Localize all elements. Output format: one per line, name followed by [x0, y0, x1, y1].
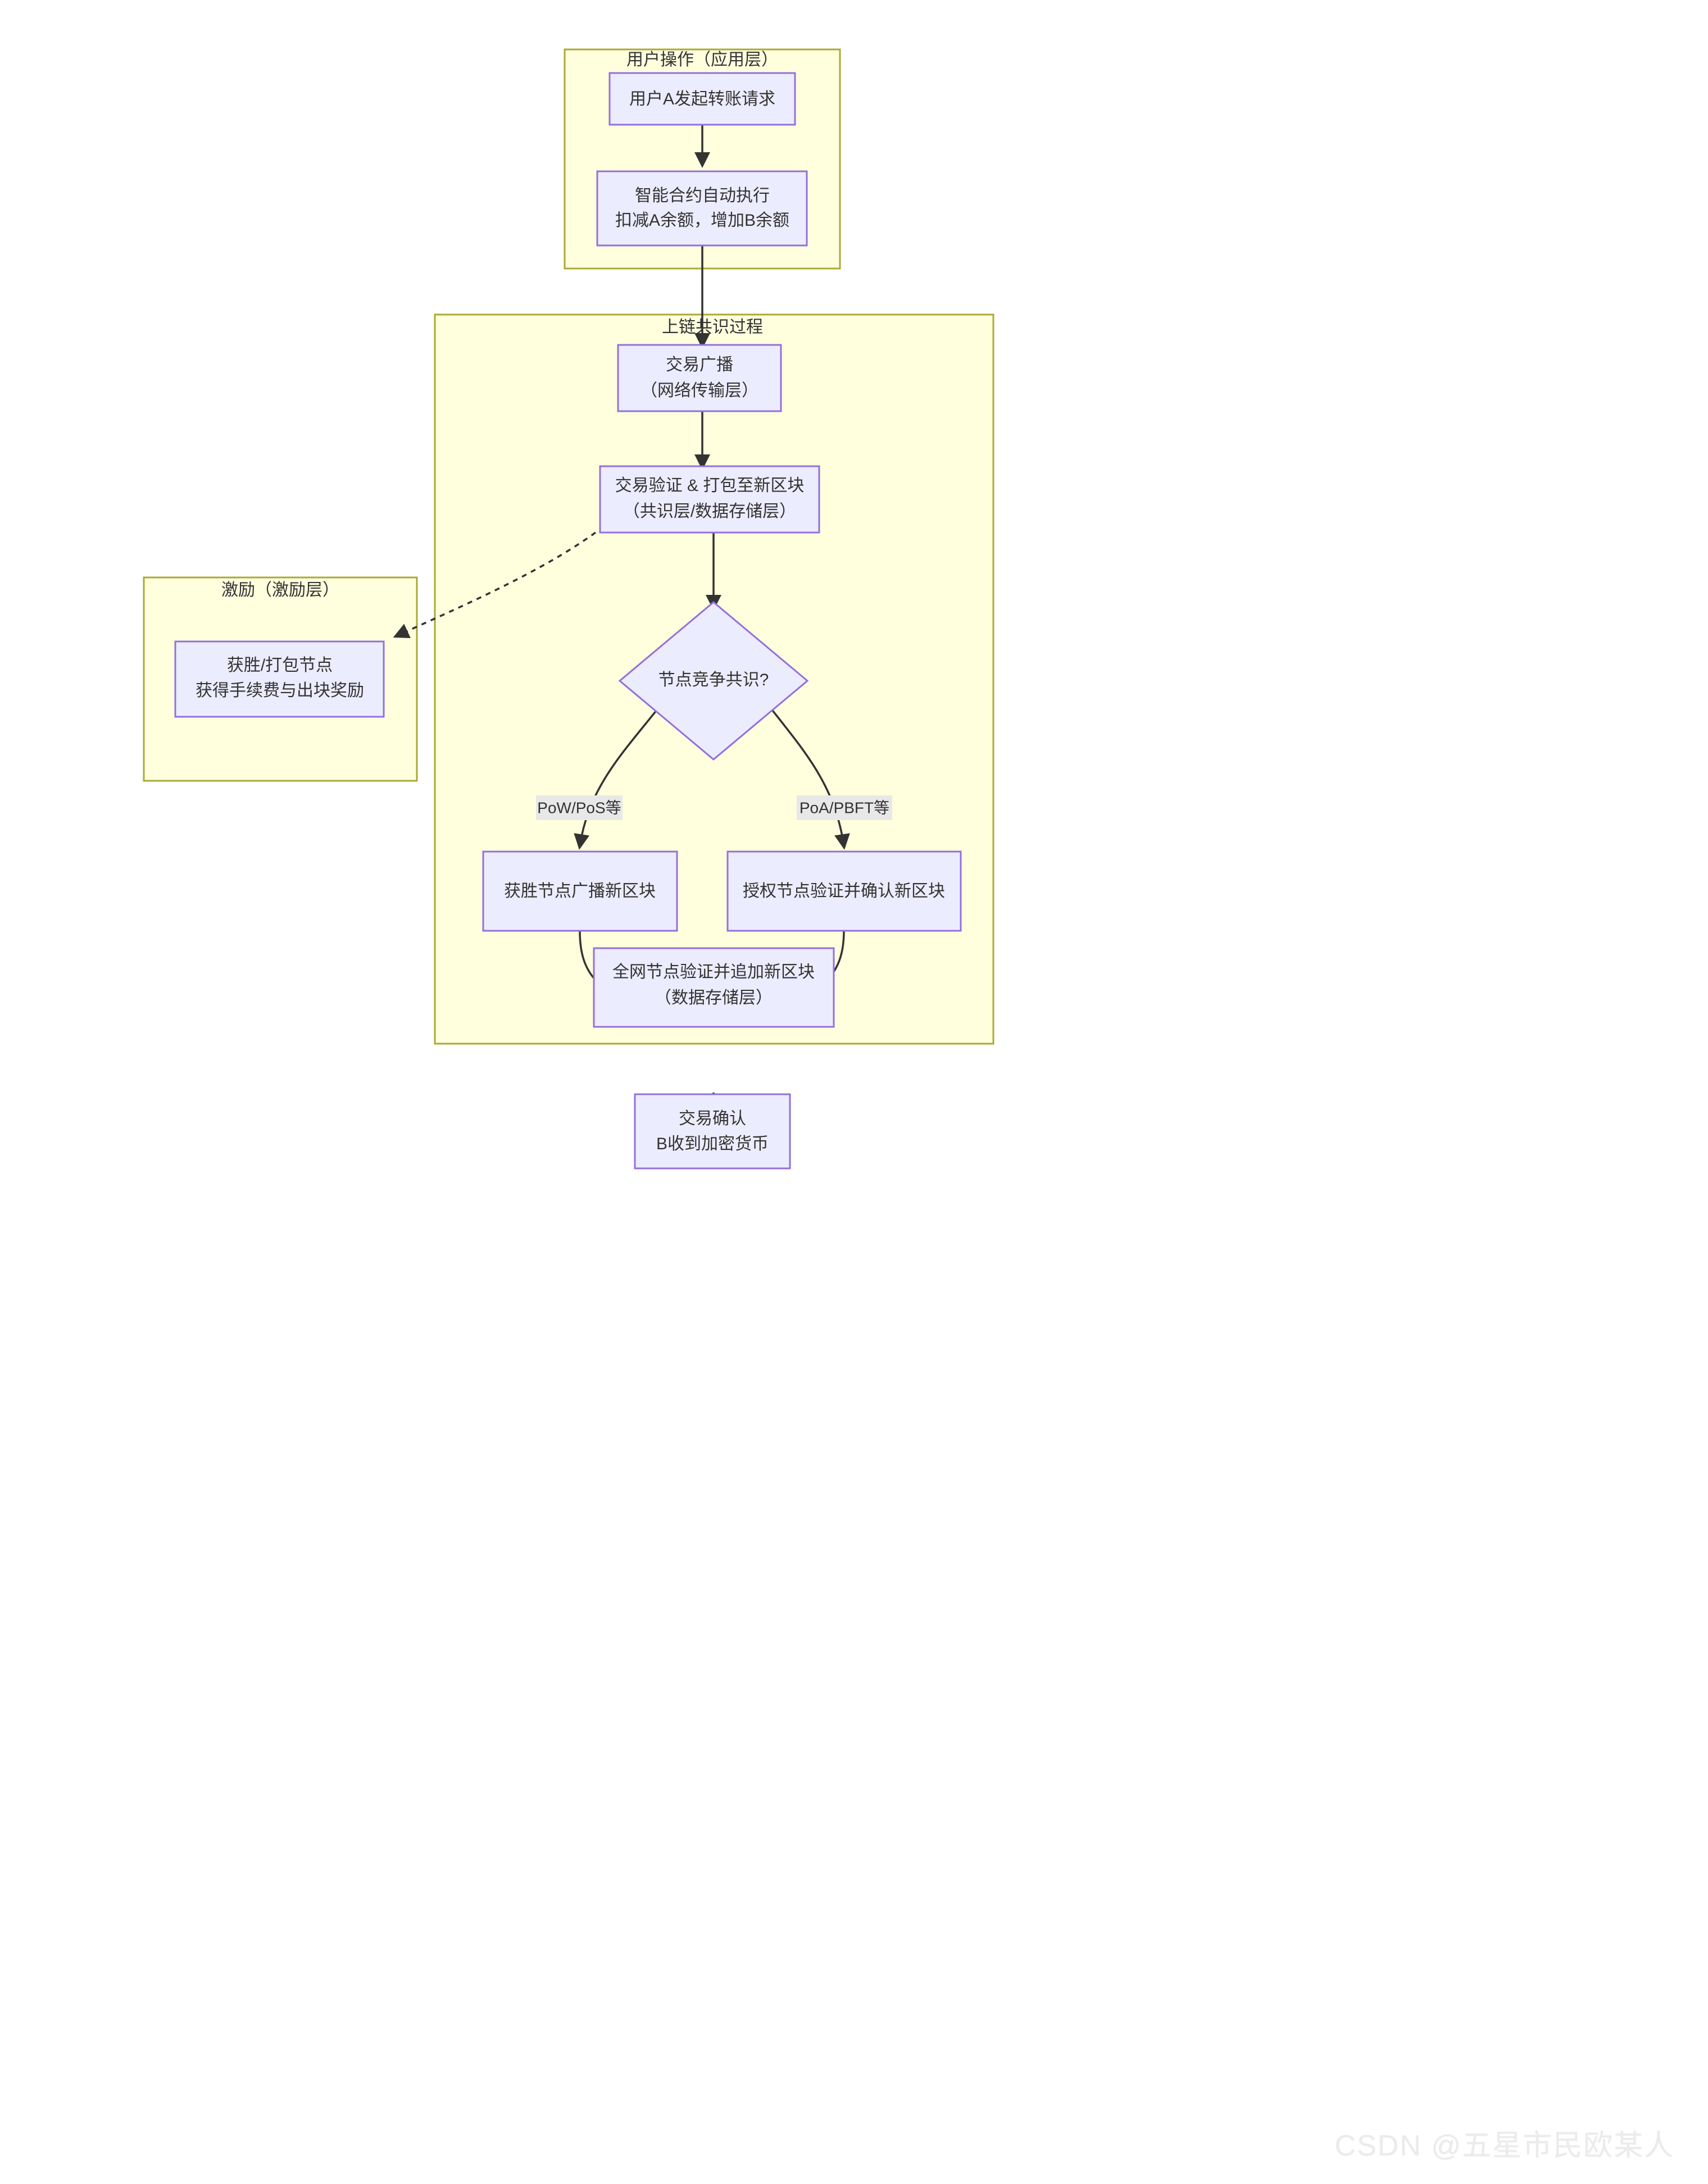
node-authorized-verify-box[interactable] — [726, 850, 962, 932]
node-winner-broadcast-box[interactable] — [482, 850, 678, 932]
edge-label-pow-pos-text: PoW/PoS等 — [537, 799, 621, 816]
node-consensus-decision[interactable]: 节点竞争共识? — [618, 601, 809, 761]
node-append-block-label-line2: （数据存储层） — [655, 989, 773, 1007]
node-transfer-request-label: 用户A发起转账请求 — [629, 90, 775, 108]
csdn-watermark: CSDN @五星市民欧某人 — [1334, 2130, 1674, 2162]
node-smart-contract-label-line1: 智能合约自动执行 — [635, 186, 770, 205]
node-authorized-verify-label: 授权节点验证并确认新区块 — [743, 882, 945, 900]
node-transfer-request-box[interactable] — [608, 72, 796, 126]
node-reward-box[interactable] — [174, 640, 385, 718]
node-broadcast-label-line1: 交易广播 — [666, 356, 733, 374]
node-tx-confirmed[interactable]: 交易确认 B收到加密货币 — [634, 1093, 791, 1170]
node-reward-label-line1: 获胜/打包节点 — [227, 656, 333, 675]
edge-label-poa-pbft-text: PoA/PBFT等 — [800, 799, 889, 816]
node-verify-pack-box[interactable] — [599, 465, 820, 534]
node-consensus-decision-shape[interactable] — [618, 601, 809, 761]
node-winner-broadcast-label: 获胜节点广播新区块 — [504, 882, 656, 900]
subgraph-incentive-title: 激励（激励层） — [221, 581, 339, 599]
node-winner-broadcast[interactable]: 获胜节点广播新区块 — [482, 850, 678, 932]
node-broadcast-box[interactable] — [617, 344, 782, 412]
node-smart-contract-label-line2: 扣减A余额，增加B余额 — [615, 211, 789, 230]
node-authorized-verify[interactable]: 授权节点验证并确认新区块 — [726, 850, 962, 932]
edge-verify-to-reward — [393, 531, 597, 639]
edge-label-poa-pbft-bg — [797, 795, 892, 820]
edge-decision-to-winner — [574, 691, 671, 850]
node-reward[interactable]: 获胜/打包节点 获得手续费与出块奖励 — [174, 640, 385, 718]
edge-label-poa-pbft: PoA/PBFT等 — [797, 795, 892, 820]
node-broadcast[interactable]: 交易广播 （网络传输层） — [617, 344, 782, 412]
edge-decision-to-authorized — [757, 691, 850, 850]
subgraph-user-ops-title: 用户操作（应用层） — [626, 51, 778, 69]
node-smart-contract[interactable]: 智能合约自动执行 扣减A余额，增加B余额 — [596, 170, 808, 247]
node-verify-pack[interactable]: 交易验证 & 打包至新区块 （共识层/数据存储层） — [599, 465, 820, 534]
node-append-block-label-line1: 全网节点验证并追加新区块 — [612, 963, 815, 981]
node-smart-contract-box[interactable] — [596, 170, 808, 247]
edge-label-pow-pos: PoW/PoS等 — [536, 795, 623, 820]
node-broadcast-label-line2: （网络传输层） — [640, 381, 758, 400]
edge-label-pow-pos-bg — [536, 795, 623, 820]
node-tx-confirmed-label-line2: B收到加密货币 — [656, 1135, 769, 1153]
node-tx-confirmed-box[interactable] — [634, 1093, 791, 1170]
node-verify-pack-label-line2: （共识层/数据存储层） — [623, 502, 796, 521]
node-consensus-decision-label: 节点竞争共识? — [658, 671, 769, 689]
node-verify-pack-label-line1: 交易验证 & 打包至新区块 — [615, 476, 805, 495]
subgraph-consensus-title: 上链共识过程 — [662, 318, 763, 336]
node-reward-label-line2: 获得手续费与出块奖励 — [196, 681, 364, 700]
node-transfer-request[interactable]: 用户A发起转账请求 — [608, 72, 796, 126]
node-append-block[interactable]: 全网节点验证并追加新区块 （数据存储层） — [593, 947, 835, 1028]
node-tx-confirmed-label-line1: 交易确认 — [679, 1109, 746, 1128]
node-append-block-box[interactable] — [593, 947, 835, 1028]
